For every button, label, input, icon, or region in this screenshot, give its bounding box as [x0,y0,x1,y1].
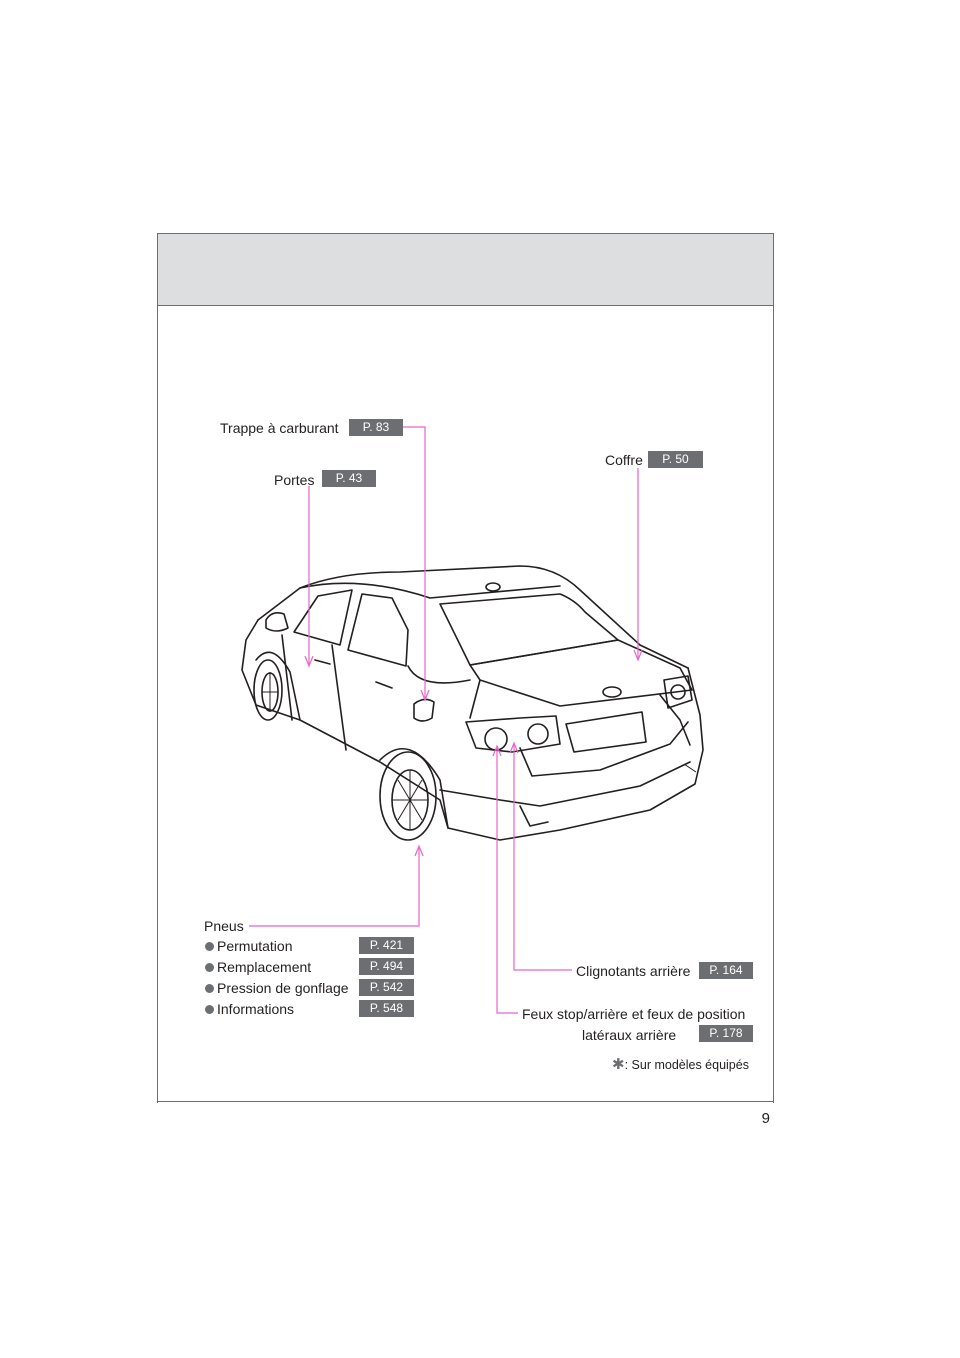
footnote-text: : Sur modèles équipés [624,1058,749,1072]
tires-label: Pneus [204,918,244,934]
header-band [157,233,774,306]
fuel-door-label: Trappe à carburant [220,420,339,436]
trunk-page-badge[interactable]: P. 50 [648,451,703,468]
trunk-label: Coffre [605,452,643,468]
footnote: ✱: Sur modèles équipés [612,1055,749,1073]
bottom-rule [157,1101,774,1102]
leader-lines [249,426,643,1014]
bullet-icon [205,963,214,972]
tires-item-page-badge[interactable]: P. 548 [359,1000,414,1017]
frame-left-rule [157,233,158,1103]
doors-label: Portes [274,472,315,488]
tires-item-page-badge[interactable]: P. 421 [359,937,414,954]
leader-tires [249,848,420,927]
bullet-icon [205,1005,214,1014]
rear-turn-label: Clignotants arrière [576,963,691,979]
tires-item-label: Informations [217,1001,295,1017]
car-illustration [241,565,704,841]
fuel-door-page-badge[interactable]: P. 83 [349,419,403,436]
tires-item-label: Remplacement [217,959,312,975]
tires-item-page-badge[interactable]: P. 542 [359,979,414,996]
frame-right-rule [773,233,774,1103]
leader-rear-turn [513,745,572,971]
bullet-icon [205,984,214,993]
page-number: 9 [761,1110,770,1127]
bullet-icon [205,942,214,951]
leader-rear-lights [496,748,518,1014]
doors-page-badge[interactable]: P. 43 [322,470,376,487]
asterisk-icon: ✱ [612,1056,625,1073]
rear-lights-label: Feux stop/arrière et feux de position [522,1006,746,1022]
rear-turn-page-badge[interactable]: P. 164 [699,962,753,979]
rear-lights-label-line2: latéraux arrière [582,1027,677,1043]
tires-item-label: Pression de gonflage [217,980,349,996]
rear-lights-page-badge[interactable]: P. 178 [699,1025,753,1042]
tires-item-page-badge[interactable]: P. 494 [359,958,414,975]
tires-item-label: Permutation [217,938,293,954]
leader-fuel-door [403,426,426,698]
